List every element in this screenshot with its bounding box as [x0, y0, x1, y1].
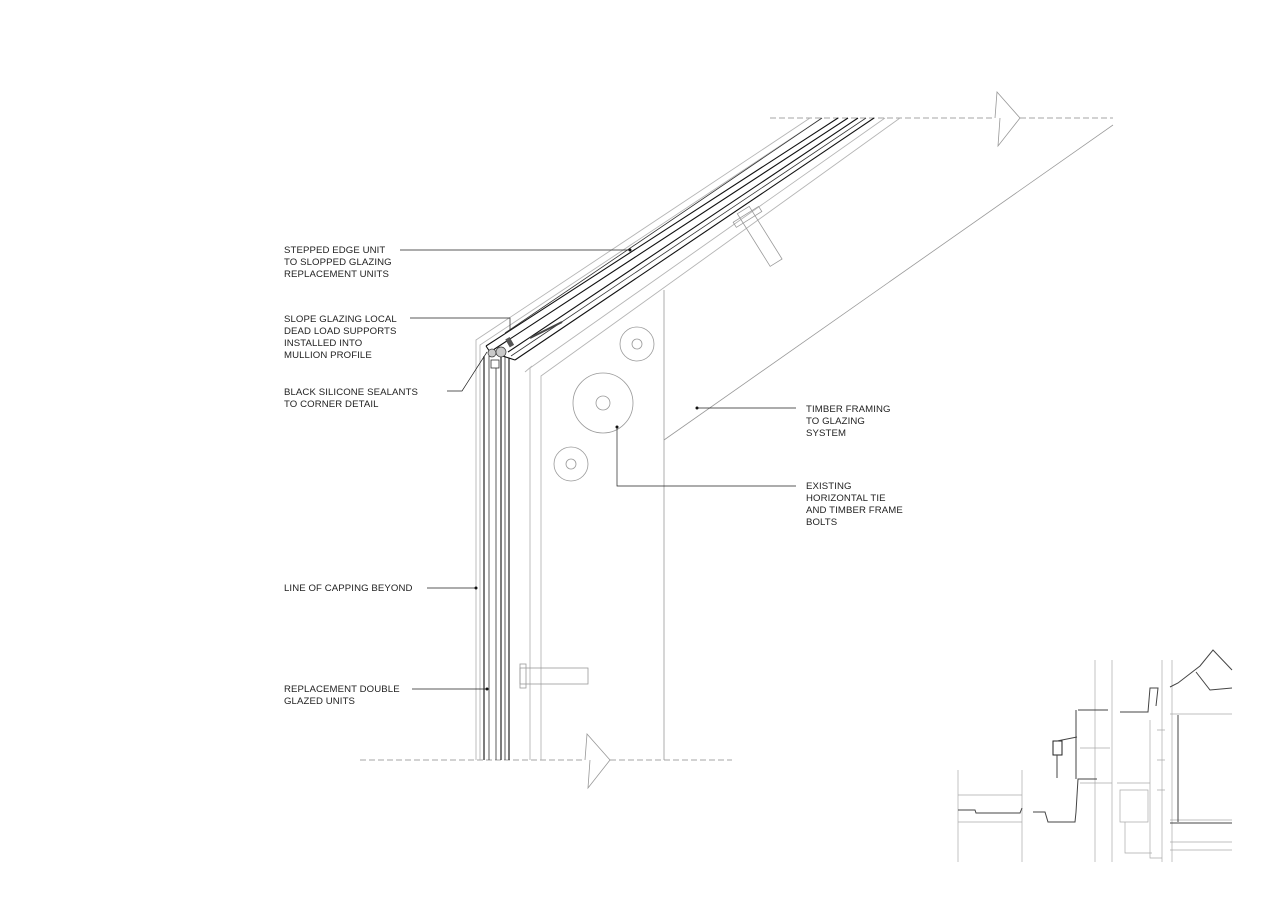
capping-outline [475, 117, 823, 760]
bolt-circle-large [572, 372, 634, 434]
top-break-line [770, 91, 1113, 148]
internal-lining [524, 117, 901, 760]
label-line: EXISTING [806, 481, 852, 492]
bottom-break-line [360, 733, 732, 790]
double-glazed-unit [483, 356, 510, 760]
label-line: BOLTS [806, 517, 837, 528]
label-line: AND TIMBER FRAME [806, 505, 903, 516]
label-line: LINE OF CAPPING BEYOND [284, 583, 413, 594]
horizontal-tie-bolt [519, 663, 589, 689]
label-line: TO GLAZING [806, 416, 865, 427]
label-line: TO SLOPPED GLAZING [284, 257, 392, 268]
label-line: TIMBER FRAMING [806, 404, 891, 415]
label-line: BLACK SILICONE SEALANTS [284, 387, 418, 398]
bolt-circle [619, 326, 655, 362]
label-line: GLAZED UNITS [284, 696, 355, 707]
sloped-glazing-unit [485, 117, 875, 361]
annotation-slope-glazing-supports: SLOPE GLAZING LOCAL DEAD LOAD SUPPORTS I… [284, 314, 399, 361]
label-line: REPLACEMENT UNITS [284, 269, 389, 280]
slope-fixing-bolt [732, 205, 783, 267]
key-section-thumbnail [957, 649, 1233, 862]
annotation-line-of-capping: LINE OF CAPPING BEYOND [284, 583, 413, 594]
annotation-existing-tie-bolts: EXISTING HORIZONTAL TIE AND TIMBER FRAME… [806, 481, 906, 528]
annotation-timber-framing: TIMBER FRAMING TO GLAZING SYSTEM [806, 404, 893, 439]
annotation-black-silicone-sealants: BLACK SILICONE SEALANTS TO CORNER DETAIL [284, 387, 421, 410]
label-line: SYSTEM [806, 428, 846, 439]
bolt-circle [553, 446, 589, 482]
label-line: INSTALLED INTO [284, 338, 362, 349]
annotation-stepped-edge-unit: STEPPED EDGE UNIT TO SLOPPED GLAZING REP… [284, 245, 394, 280]
label-line: REPLACEMENT DOUBLE [284, 684, 400, 695]
leader-lines [400, 248, 796, 691]
label-line: DEAD LOAD SUPPORTS [284, 326, 397, 337]
label-line: STEPPED EDGE UNIT [284, 245, 385, 256]
annotation-replacement-double-glazed: REPLACEMENT DOUBLE GLAZED UNITS [284, 684, 402, 707]
label-line: HORIZONTAL TIE [806, 493, 886, 504]
timber-frame [663, 124, 1114, 760]
label-line: TO CORNER DETAIL [284, 399, 379, 410]
label-line: MULLION PROFILE [284, 350, 372, 361]
label-line: SLOPE GLAZING LOCAL [284, 314, 397, 325]
corner-sealant-rods [487, 337, 515, 358]
